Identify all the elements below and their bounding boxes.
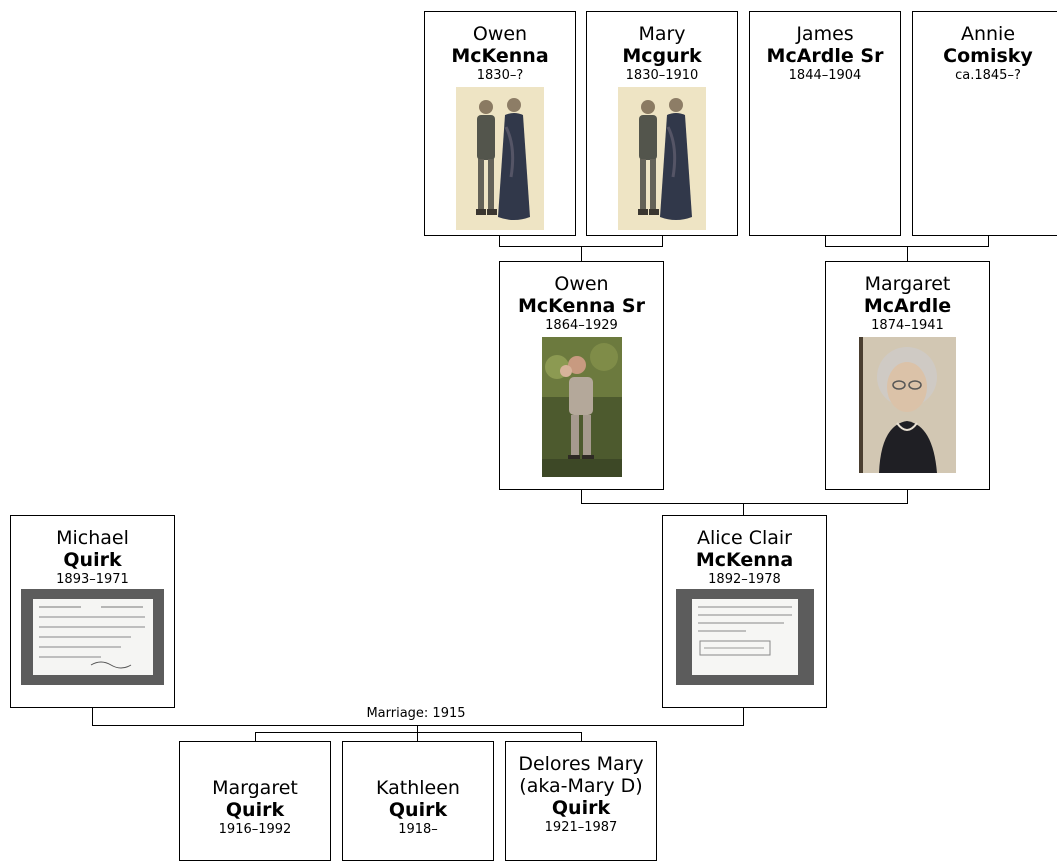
person-card-annie-comisky[interactable]: Annie Comisky ca.1845–?	[912, 11, 1057, 236]
connector-line	[907, 246, 908, 261]
person-given-name: James	[796, 23, 854, 45]
document-photo	[675, 589, 814, 685]
person-given-name: Kathleen	[376, 777, 460, 799]
person-surname: Comisky	[943, 45, 1033, 67]
person-given-name: Owen	[554, 273, 609, 295]
person-given-name: Alice Clair	[696, 527, 792, 549]
person-card-james-mcardle[interactable]: James McArdle Sr 1844–1904	[749, 11, 901, 236]
person-given-name: Margaret	[212, 777, 298, 799]
connector-line	[907, 489, 908, 504]
connector-line	[499, 235, 500, 247]
person-card-michael-quirk[interactable]: Michael Quirk 1893–1971	[10, 515, 175, 708]
person-dates: 1874–1941	[871, 318, 944, 333]
connector-line	[581, 503, 908, 504]
person-given-name: Delores Mary	[518, 753, 644, 775]
person-dates: 1916–1992	[218, 822, 292, 837]
connector-line	[255, 732, 256, 741]
person-given-name: Mary	[638, 23, 686, 45]
connector-line	[92, 725, 744, 726]
portrait-photo	[859, 337, 956, 473]
person-surname: McKenna Sr	[518, 295, 645, 317]
person-card-owen-mckenna[interactable]: Owen McKenna 1830–?	[424, 11, 576, 236]
person-surname: McArdle Sr	[766, 45, 884, 67]
couple-photo	[618, 87, 706, 230]
person-surname: McKenna	[451, 45, 549, 67]
connector-line	[825, 235, 826, 247]
person-given-name: Michael	[56, 527, 129, 549]
person-given-name: Annie	[960, 23, 1016, 45]
person-card-margaret-quirk[interactable]: Margaret Quirk 1916–1992	[179, 741, 331, 861]
person-dates: 1830–1910	[625, 68, 699, 83]
person-card-mary-mcgurk[interactable]: Mary Mcgurk 1830–1910	[586, 11, 738, 236]
person-dates: ca.1845–?	[955, 68, 1021, 83]
person-surname: McKenna	[695, 549, 794, 571]
person-dates: 1918–	[398, 822, 438, 837]
person-card-margaret-mcardle[interactable]: Margaret McArdle 1874–1941	[825, 261, 990, 490]
person-card-alice-mckenna[interactable]: Alice Clair McKenna 1892–1978	[662, 515, 827, 708]
person-dates: 1893–1971	[56, 572, 129, 587]
connector-line	[417, 725, 418, 733]
person-given-name: Owen	[472, 23, 528, 45]
person-surname: Quirk	[63, 549, 122, 571]
person-dates: 1830–?	[476, 68, 524, 83]
connector-line	[581, 489, 582, 504]
person-given-name: Margaret	[864, 273, 951, 295]
couple-photo	[456, 87, 544, 230]
connector-line	[581, 246, 582, 261]
connector-line	[662, 235, 663, 247]
person-dates: 1844–1904	[788, 68, 862, 83]
connector-line	[988, 235, 989, 247]
connector-line	[581, 732, 582, 741]
person-card-delores-quirk[interactable]: Delores Mary (aka-Mary D) Quirk 1921–198…	[505, 741, 657, 861]
marriage-label: Marriage: 1915	[346, 706, 486, 722]
portrait-photo	[541, 337, 622, 477]
connector-line	[743, 503, 744, 515]
person-aka-name: (aka-Mary D)	[519, 775, 643, 797]
connector-line	[255, 732, 582, 733]
person-dates: 1892–1978	[708, 572, 781, 587]
person-surname: Mcgurk	[622, 45, 702, 67]
connector-line	[92, 707, 93, 726]
person-surname: Quirk	[388, 799, 448, 821]
person-surname: Quirk	[225, 799, 285, 821]
person-card-owen-mckenna-sr[interactable]: Owen McKenna Sr 1864–1929	[499, 261, 664, 490]
person-dates: 1921–1987	[544, 820, 618, 835]
person-surname: Quirk	[551, 797, 611, 819]
document-photo	[21, 589, 164, 685]
person-surname: McArdle	[863, 295, 952, 317]
connector-line	[417, 732, 418, 741]
person-dates: 1864–1929	[545, 318, 618, 333]
person-card-kathleen-quirk[interactable]: Kathleen Quirk 1918–	[342, 741, 494, 861]
connector-line	[743, 707, 744, 726]
